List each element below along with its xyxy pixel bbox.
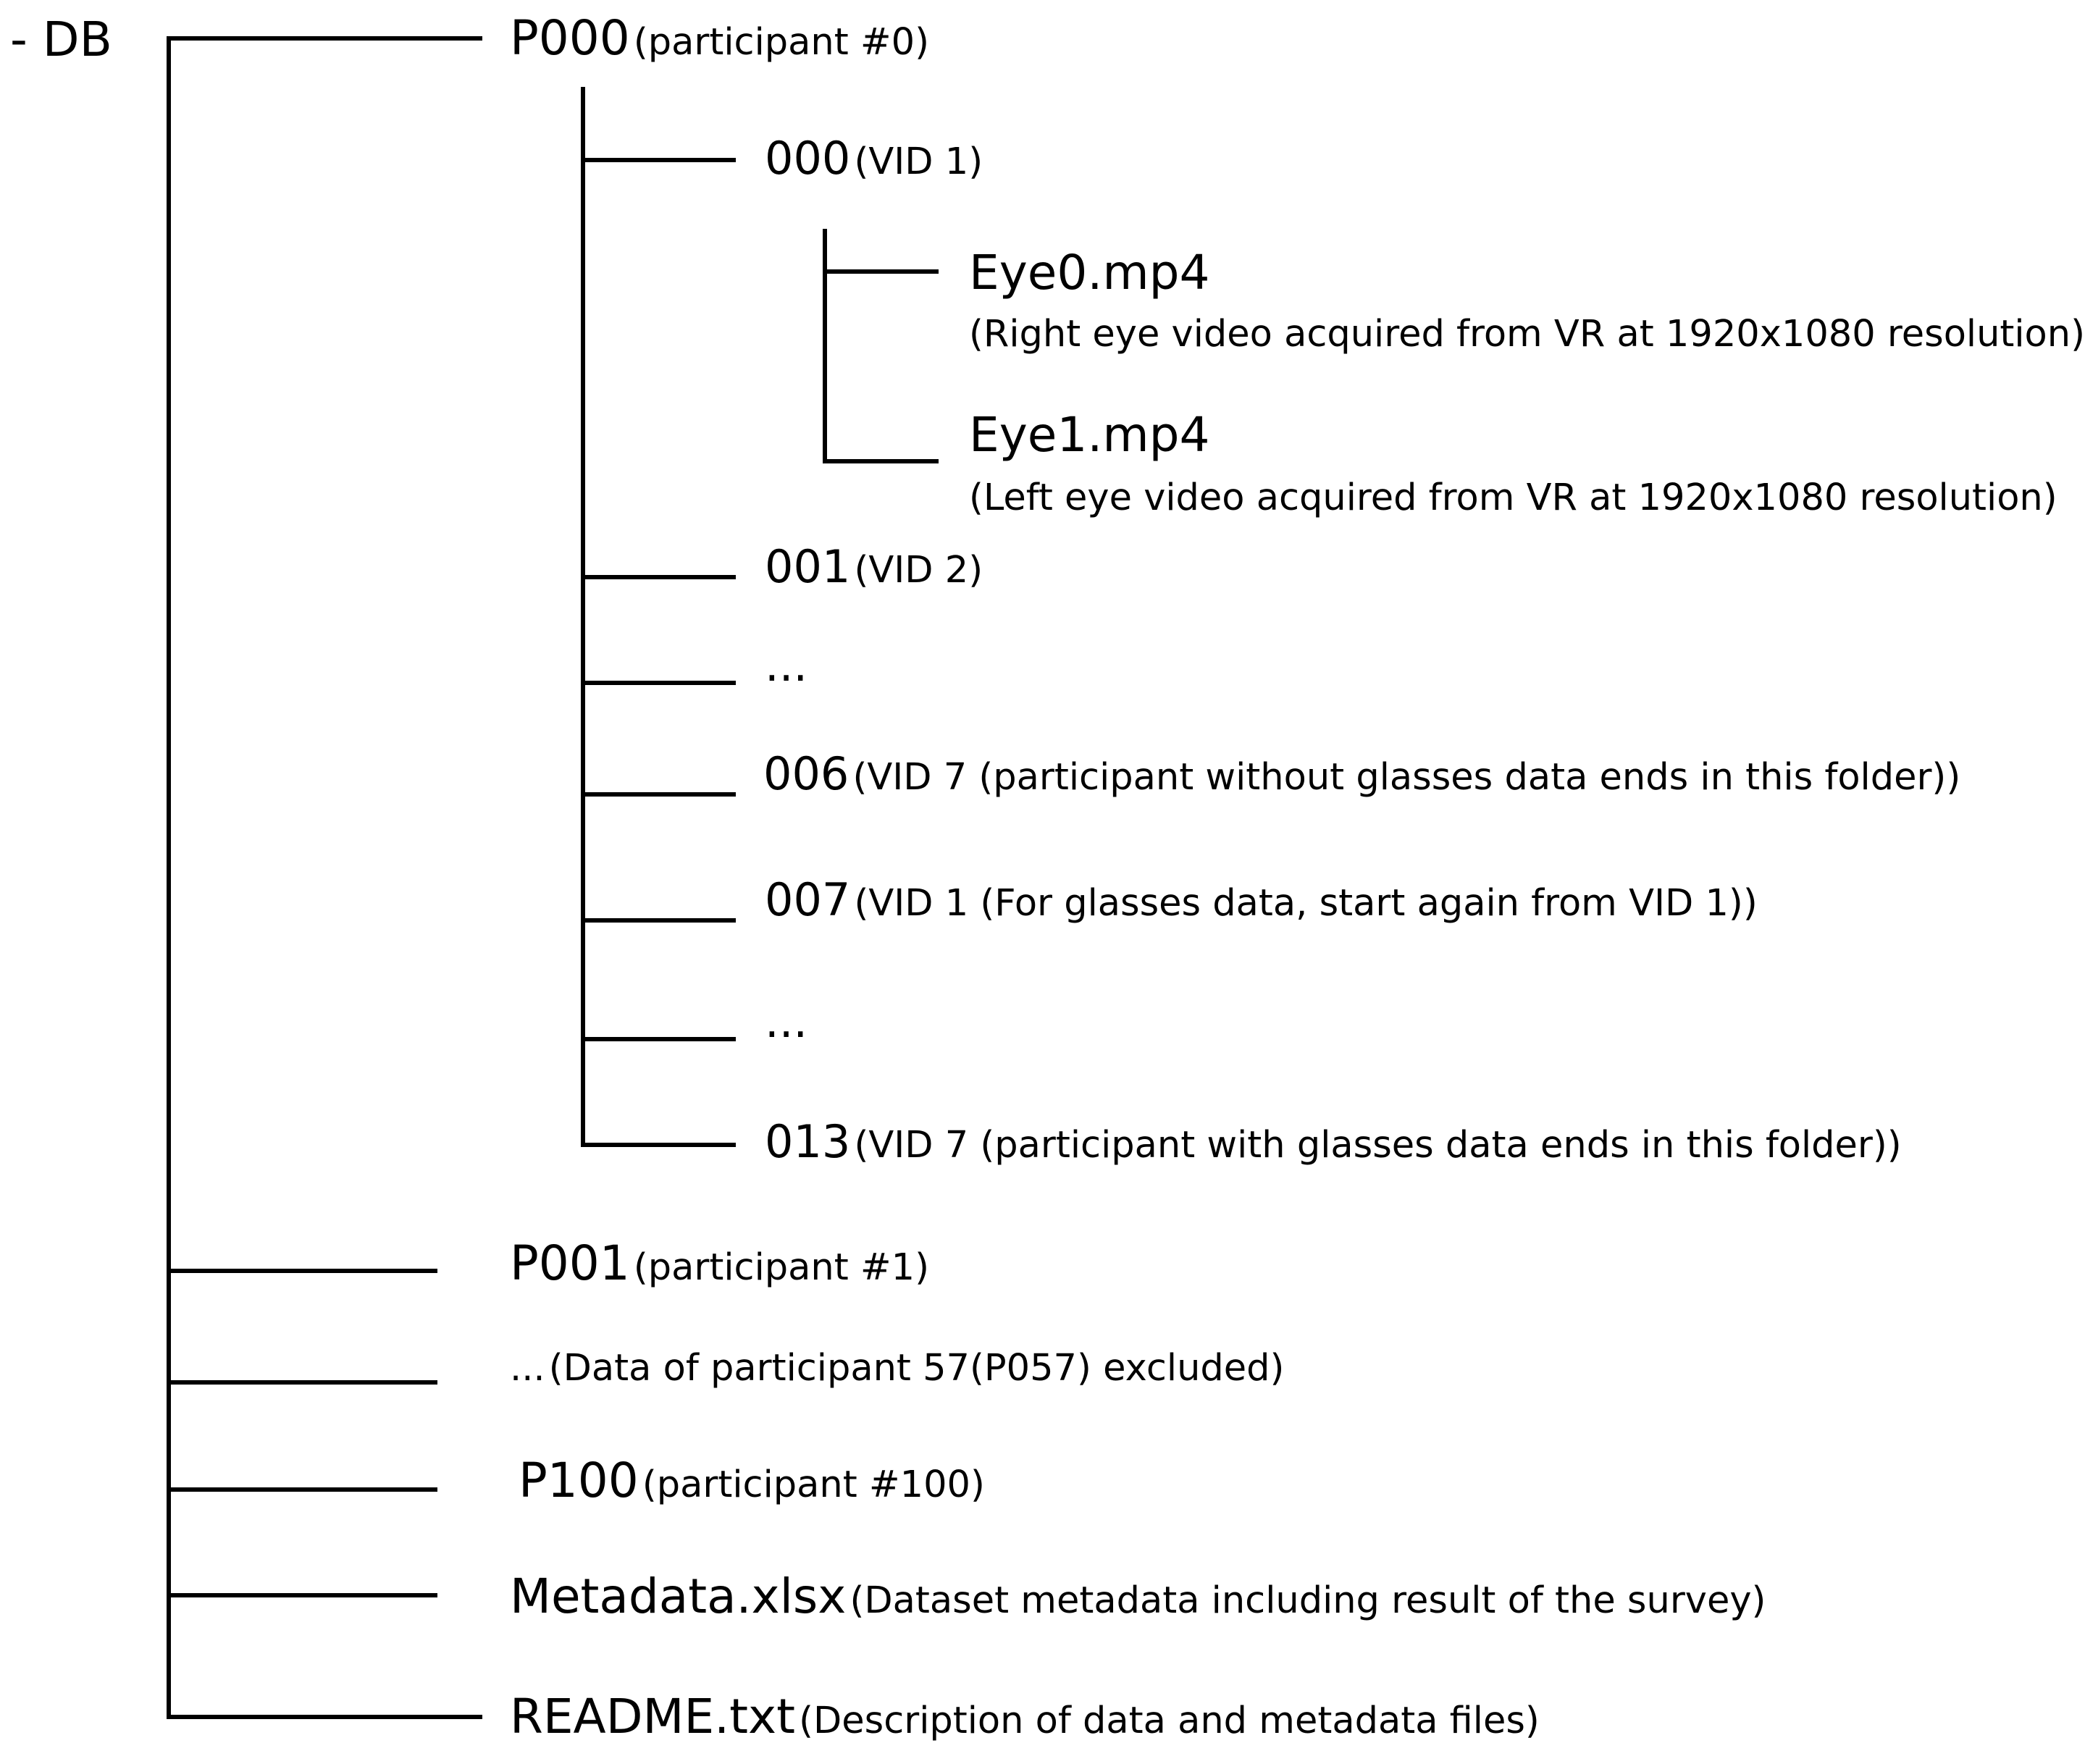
- node-p100-note: (participant #100): [642, 1463, 985, 1506]
- node-p000-name: P000: [510, 10, 630, 66]
- node-p001-name: P001: [510, 1235, 630, 1291]
- branch-006: [581, 792, 736, 797]
- root-label: - DB: [10, 12, 112, 67]
- branch-excluded: [167, 1380, 437, 1385]
- node-p000-note: (participant #0): [633, 21, 929, 64]
- node-p000: P000 (participant #0): [510, 14, 929, 62]
- node-readme-note: (Description of data and metadata files): [799, 1700, 1540, 1742]
- node-013-note: (VID 7 (participant with glasses data en…: [854, 1124, 1902, 1167]
- node-eye1-note: (Left eye video acquired from VR at 1920…: [969, 476, 2057, 519]
- node-007-note: (VID 1 (For glasses data, start again fr…: [854, 882, 1758, 925]
- node-006: 006 (VID 7 (participant without glasses …: [763, 752, 1960, 797]
- node-excluded-note: (Data of participant 57(P057) excluded): [548, 1347, 1285, 1390]
- branch-metadata: [167, 1593, 437, 1597]
- node-metadata-name: Metadata.xlsx: [510, 1568, 847, 1624]
- node-000-name: 000: [765, 132, 851, 185]
- branch-eye1: [823, 459, 939, 463]
- branch-ellipsis2: [581, 1037, 736, 1041]
- branch-013: [581, 1143, 736, 1147]
- node-007: 007 (VID 1 (For glasses data, start agai…: [765, 878, 1758, 923]
- node-013-name: 013: [765, 1115, 851, 1168]
- node-readme: README.txt (Description of data and meta…: [510, 1693, 1540, 1741]
- branch-001: [581, 575, 736, 579]
- node-p001: P001 (participant #1): [510, 1240, 929, 1288]
- branch-p001: [167, 1269, 437, 1273]
- node-eye1-name: Eye1.mp4: [969, 407, 1210, 463]
- branch-007: [581, 918, 736, 923]
- node-006-note: (VID 7 (participant without glasses data…: [852, 756, 1961, 799]
- node-metadata: Metadata.xlsx (Dataset metadata includin…: [510, 1573, 1766, 1621]
- node-p001-note: (participant #1): [633, 1246, 929, 1289]
- node-013: 013 (VID 7 (participant with glasses dat…: [765, 1120, 1902, 1164]
- branch-p100: [167, 1487, 437, 1492]
- node-metadata-note: (Dataset metadata including result of th…: [849, 1579, 1766, 1622]
- p000-trunk-line: [581, 87, 585, 1147]
- node-eye0-note: (Right eye video acquired from VR at 192…: [969, 313, 2085, 356]
- v000-trunk-line: [823, 229, 827, 463]
- node-007-name: 007: [765, 873, 851, 926]
- node-ellipsis1: ...: [765, 639, 808, 692]
- node-000: 000 (VID 1): [765, 136, 983, 181]
- node-006-name: 006: [763, 747, 849, 800]
- branch-ellipsis1: [581, 681, 736, 685]
- node-excluded: ... (Data of participant 57(P057) exclud…: [510, 1350, 1284, 1387]
- node-001: 001 (VID 2): [765, 545, 983, 589]
- node-001-name: 001: [765, 540, 851, 593]
- branch-p000: [167, 36, 482, 41]
- node-p100: P100 (participant #100): [519, 1457, 985, 1505]
- node-p100-name: P100: [519, 1453, 639, 1508]
- branch-eye0: [823, 269, 939, 274]
- node-000-note: (VID 1): [854, 140, 983, 183]
- node-ellipsis2: ...: [765, 995, 808, 1048]
- branch-000: [581, 158, 736, 162]
- node-eye0-name: Eye0.mp4: [969, 245, 1210, 301]
- node-001-note: (VID 2): [854, 549, 983, 592]
- node-readme-name: README.txt: [510, 1689, 795, 1744]
- root-trunk-line: [167, 36, 171, 1719]
- branch-readme: [167, 1715, 482, 1719]
- node-excluded-name: ...: [510, 1347, 545, 1390]
